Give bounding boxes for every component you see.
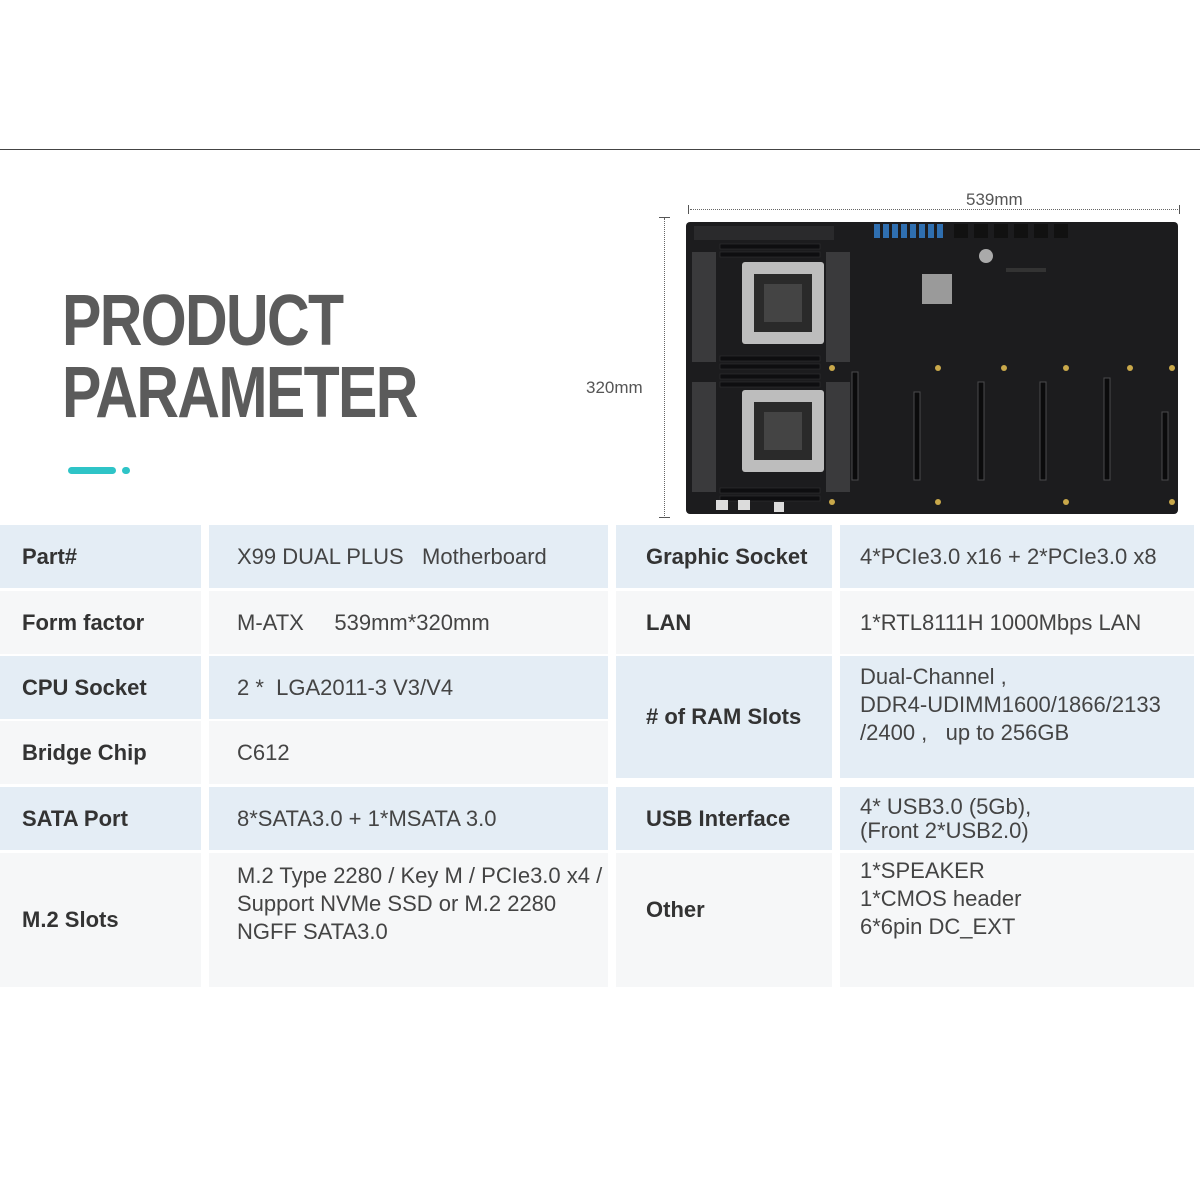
width-dimension-line	[690, 209, 1180, 210]
title-line-1: PRODUCT	[62, 281, 344, 361]
spec-key-other: Other	[616, 853, 832, 987]
height-tick-bottom	[659, 517, 670, 518]
spec-value-lan: 1*RTL8111H 1000Mbps LAN	[840, 591, 1194, 654]
other-line-2: 1*CMOS header	[860, 886, 1022, 911]
m2-line-2: Support NVMe SSD or M.2 2280	[237, 891, 557, 916]
page-title: PRODUCT PARAMETER	[62, 281, 418, 433]
spec-key-bridge-chip: Bridge Chip	[0, 721, 201, 784]
height-dimension-label: 320mm	[586, 378, 643, 397]
spec-value-sata-port: 8*SATA3.0 + 1*MSATA 3.0	[209, 787, 608, 850]
spec-value-m2-slots: M.2 Type 2280 / Key M / PCIe3.0 x4 / Sup…	[209, 853, 608, 987]
spec-value-part: X99 DUAL PLUS Motherboard	[209, 525, 608, 588]
accent-dot	[122, 467, 130, 474]
spec-key-part: Part#	[0, 525, 201, 588]
other-line-3: 6*6pin DC_EXT	[860, 914, 1016, 939]
spec-key-usb-interface: USB Interface	[616, 787, 832, 850]
spec-value-other: 1*SPEAKER 1*CMOS header 6*6pin DC_EXT	[840, 853, 1194, 987]
usb-line-2: (Front 2*USB2.0)	[860, 817, 1029, 843]
height-dimension-line	[664, 218, 665, 518]
spec-value-form-factor: M-ATX 539mm*320mm	[209, 591, 608, 654]
ram-line-2: DDR4-UDIMM1600/1866/2133	[860, 692, 1161, 717]
ram-line-1: Dual-Channel ,	[860, 664, 1007, 689]
accent-bar	[68, 467, 116, 474]
spec-value-bridge-chip: C612	[209, 721, 608, 784]
m2-line-3: NGFF SATA3.0	[237, 919, 388, 944]
width-dimension-label: 539mm	[966, 190, 1023, 209]
spec-key-lan: LAN	[616, 591, 832, 654]
other-line-1: 1*SPEAKER	[860, 858, 985, 883]
spec-key-ram-slots: # of RAM Slots	[616, 656, 832, 778]
width-tick-left	[688, 205, 689, 214]
spec-key-form-factor: Form factor	[0, 591, 201, 654]
spec-key-cpu-socket: CPU Socket	[0, 656, 201, 719]
spec-value-graphic-socket: 4*PCIe3.0 x16 + 2*PCIe3.0 x8	[840, 525, 1194, 588]
ram-line-3: /2400 , up to 256GB	[860, 720, 1070, 745]
spec-value-cpu-socket: 2 * LGA2011-3 V3/V4	[209, 656, 608, 719]
usb-line-1: 4* USB3.0 (5Gb),	[860, 793, 1032, 819]
motherboard-image	[686, 222, 1178, 514]
spec-value-usb-interface: 4* USB3.0 (5Gb), (Front 2*USB2.0)	[840, 787, 1194, 850]
spec-key-graphic-socket: Graphic Socket	[616, 525, 832, 588]
m2-line-1: M.2 Type 2280 / Key M / PCIe3.0 x4 /	[237, 863, 603, 888]
spec-key-m2-slots: M.2 Slots	[0, 853, 201, 987]
title-line-2: PARAMETER	[62, 353, 418, 433]
top-divider	[0, 149, 1200, 150]
height-tick-top	[659, 217, 670, 218]
spec-value-ram-slots: Dual-Channel , DDR4-UDIMM1600/1866/2133 …	[840, 656, 1194, 778]
spec-key-sata-port: SATA Port	[0, 787, 201, 850]
width-tick-right	[1179, 205, 1180, 214]
